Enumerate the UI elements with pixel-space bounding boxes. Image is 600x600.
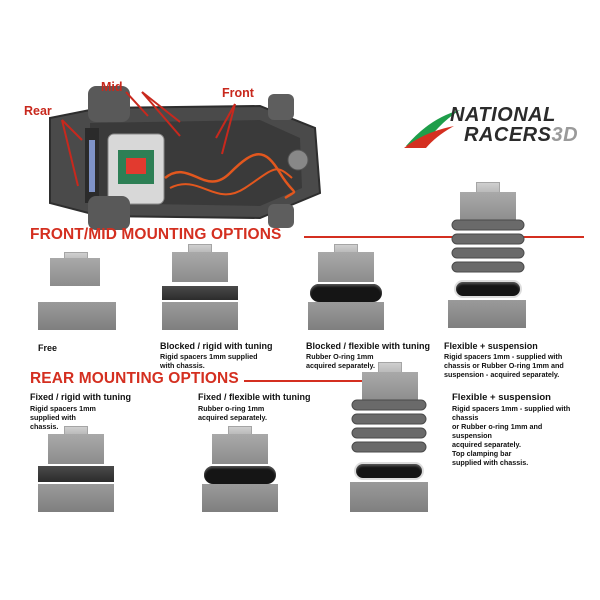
- mount-free-diagram: [38, 252, 118, 330]
- rear-fixed-flexible-diagram: [200, 426, 282, 512]
- callout-rear: Rear: [24, 104, 52, 118]
- callout-mid: Mid: [101, 80, 123, 94]
- rear-fixed-rigid-diagram: [34, 426, 118, 512]
- front-mid-title: FRONT/MID MOUNTING OPTIONS: [30, 226, 282, 243]
- rear-suspension-diagram: [346, 362, 432, 512]
- front-mid-divider: [304, 236, 584, 238]
- rear-title: REAR MOUNTING OPTIONS: [30, 370, 239, 387]
- logo-line2-wrap: RACERS3D: [464, 124, 578, 147]
- rear-opt-1-title: Fixed / rigid with tuning: [30, 392, 131, 402]
- rear-opt-3-title: Flexible + suspension: [452, 392, 551, 403]
- front-opt-2-title: Blocked / rigid with tuning: [160, 341, 273, 351]
- chassis-photo: [30, 78, 342, 238]
- mount-blocked-flexible-diagram: [306, 244, 388, 330]
- logo-line1: NATIONAL: [450, 104, 556, 126]
- rear-opt-2-title: Fixed / flexible with tuning: [198, 392, 311, 402]
- rear-opt-3-desc-line-2: or Rubber o-ring 1mm and suspension: [452, 422, 543, 440]
- rear-opt-2-desc: Rubber o-ring 1mm acquired separately.: [198, 404, 267, 422]
- logo-line2-suffix: 3D: [551, 124, 579, 146]
- front-opt-4-desc: Rigid spacers 1mm - supplied with chassi…: [444, 352, 564, 379]
- mount-suspension-diagram: [446, 182, 530, 330]
- rear-opt-3-desc-line-3: acquired separately.: [452, 440, 521, 449]
- rear-opt-1-desc: Rigid spacers 1mm supplied with chassis.: [30, 404, 96, 431]
- spring-icon: [451, 219, 525, 273]
- rear-opt-3-desc-line-1: Rigid spacers 1mm - supplied with chassi…: [452, 404, 571, 422]
- national-racers-logo: NATIONAL RACERS3D: [402, 104, 582, 152]
- rear-spring-icon: [351, 399, 427, 453]
- logo-line2: RACERS: [464, 124, 552, 146]
- rear-divider: [244, 380, 374, 382]
- logo-swoosh-icon: [404, 110, 460, 148]
- front-opt-4-title: Flexible + suspension: [444, 341, 538, 351]
- rear-opt-3-desc: Rigid spacers 1mm - supplied with chassi…: [452, 404, 580, 467]
- front-opt-1-title: Free: [38, 343, 58, 353]
- front-opt-3-title: Blocked / flexible with tuning: [306, 341, 431, 351]
- mount-blocked-rigid-diagram: [160, 244, 242, 330]
- front-opt-3-desc: Rubber O-ring 1mm acquired separately.: [306, 352, 375, 370]
- rear-opt-3-desc-line-4: Top clamping bar: [452, 449, 512, 458]
- callout-front: Front: [222, 86, 254, 100]
- front-opt-2-desc: Rigid spacers 1mm supplied with chassis.: [160, 352, 258, 370]
- rear-opt-3-desc-line-5: supplied with chassis.: [452, 458, 529, 467]
